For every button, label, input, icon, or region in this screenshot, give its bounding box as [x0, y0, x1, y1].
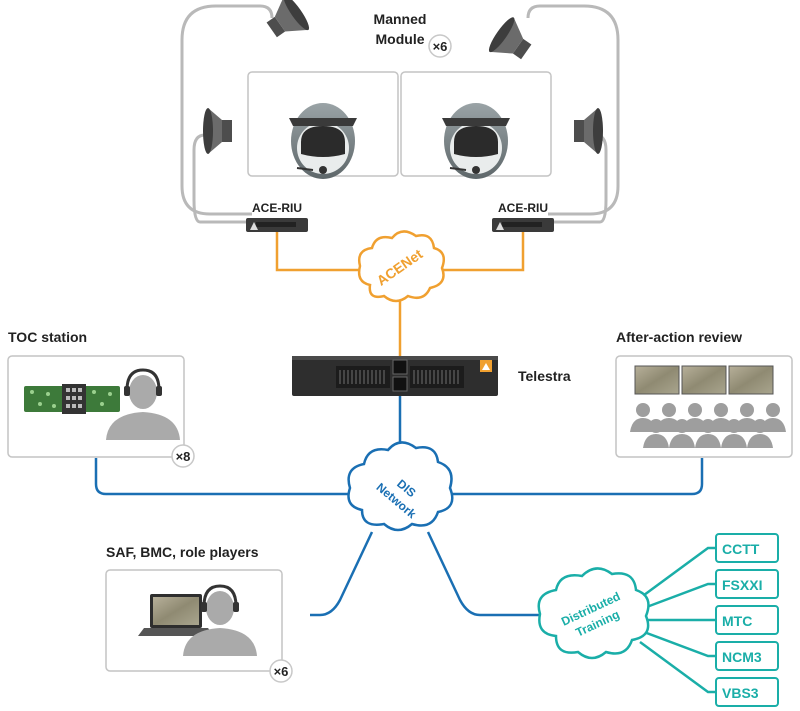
person-headset-icon: [183, 584, 257, 656]
speaker-icon: [574, 108, 603, 154]
after-action-label: After-action review: [616, 329, 742, 345]
training-system-label: FSXXI: [722, 577, 762, 593]
multiplier-badge: [269, 659, 293, 683]
training-system-box: FSXXI: [715, 569, 779, 599]
circuit-board-icon: [24, 384, 120, 414]
training-system-label: CCTT: [722, 541, 760, 557]
multiplier-badge: [428, 34, 452, 58]
speaker-icon: [488, 17, 532, 60]
distributed-training-cloud: [537, 567, 650, 660]
toc-station-multiplier: ×8: [176, 449, 191, 464]
helmet-icon: [442, 103, 510, 179]
training-system-box: VBS3: [715, 677, 779, 707]
training-system-box: MTC: [715, 605, 779, 635]
telestra-server: [292, 356, 498, 396]
helmet-icon: [289, 103, 357, 179]
ace-riu-device-right: [492, 218, 554, 232]
training-system-label: VBS3: [722, 685, 759, 701]
acenet-links: [275, 232, 525, 356]
laptop-icon: [138, 594, 214, 636]
ace-riu-right-label: ACE-RIU: [498, 201, 548, 215]
speaker-icon: [266, 0, 310, 38]
ace-riu-left-label: ACE-RIU: [252, 201, 302, 215]
speaker-icon: [203, 108, 232, 154]
distributed-training-links: [639, 546, 716, 694]
ace-riu-device-left: [246, 218, 308, 232]
training-system-box: CCTT: [715, 533, 779, 563]
toc-station-label: TOC station: [8, 329, 87, 345]
saf-label: SAF, BMC, role players: [106, 544, 259, 560]
training-system-box: NCM3: [715, 641, 779, 671]
audience-icon: [630, 403, 786, 448]
telestra-label: Telestra: [518, 368, 571, 384]
manned-module-label-line2: Module: [376, 31, 425, 47]
saf-multiplier: ×6: [274, 664, 289, 679]
manned-module-label-line1: Manned: [374, 11, 427, 27]
training-system-label: NCM3: [722, 649, 762, 665]
map-screen-icon: [634, 365, 774, 395]
training-system-label: MTC: [722, 613, 752, 629]
acenet-cloud: [357, 230, 445, 303]
dis-network-cloud: [347, 441, 454, 532]
dis-links: [94, 396, 704, 617]
person-headset-icon: [106, 368, 180, 440]
multiplier-badge: [171, 444, 195, 468]
manned-module-multiplier: ×6: [433, 39, 448, 54]
